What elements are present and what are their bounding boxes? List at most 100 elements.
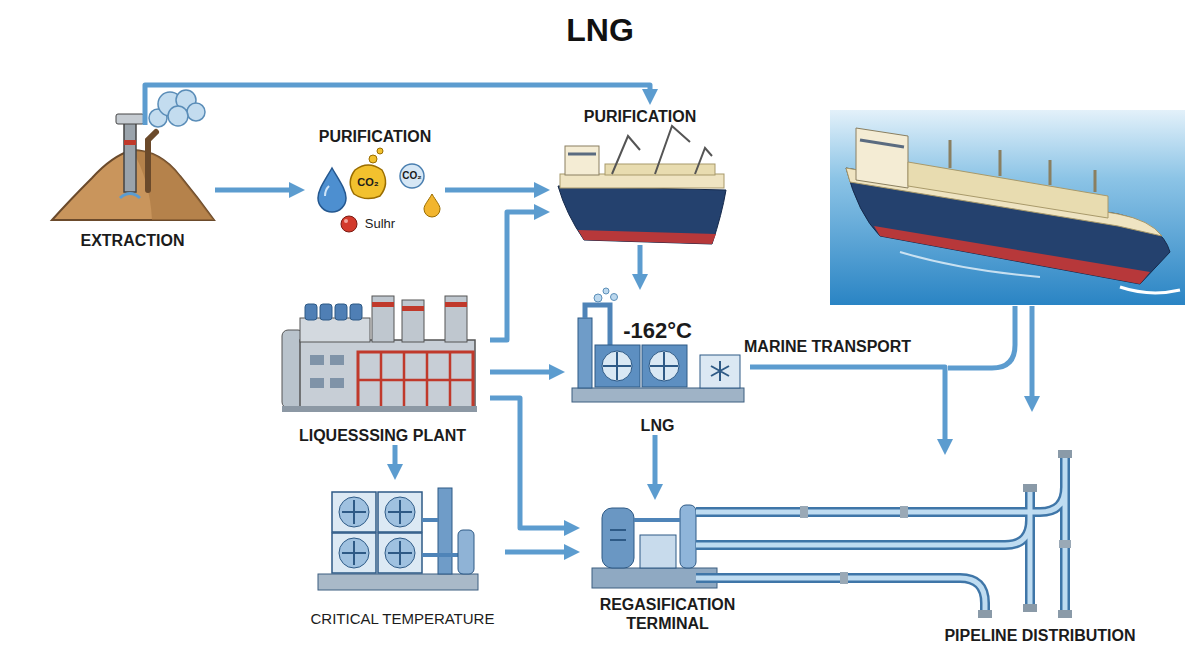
node-label: PURIFICATION [550, 107, 730, 126]
drop-highlight [325, 186, 329, 196]
fan [649, 351, 679, 381]
connector-group [755, 545, 930, 546]
connector-group [505, 552, 572, 553]
pipeline-connector [755, 540, 930, 550]
fan-blades [342, 500, 412, 565]
column [438, 488, 452, 574]
fan-blades [603, 352, 631, 380]
pipe-coupling [800, 506, 808, 518]
tanker-stripe [874, 226, 1150, 284]
sulphur-ball [341, 216, 357, 232]
co2-blob [350, 165, 385, 199]
oil-drop [424, 194, 440, 217]
flow-arrow [750, 367, 945, 447]
ship-deck [560, 174, 724, 188]
connector-group [490, 372, 557, 373]
chimney [402, 300, 424, 342]
small-tank [458, 530, 474, 574]
node-label: -162°C [565, 318, 750, 344]
sea-background [830, 110, 1185, 305]
blue-tank [335, 304, 347, 320]
connector-group [490, 398, 572, 528]
node-label: REGASIFICATION TERMINAL [580, 595, 755, 633]
co2-bubble [400, 164, 424, 188]
flow-arrow [215, 188, 297, 193]
crane [655, 126, 690, 174]
gas-cloud [168, 106, 188, 126]
regasification-terminal: REGASIFICATION TERMINAL [580, 500, 755, 635]
node-label: LNG [565, 416, 750, 435]
pipe-highlight [755, 543, 930, 548]
node-label: EXTRACTION [50, 231, 215, 250]
extraction-node: EXTRACTION [50, 125, 215, 250]
terminal-tank [602, 508, 634, 568]
chimney-band [445, 302, 467, 307]
pipe-cap [1023, 484, 1037, 492]
red-frame [358, 352, 473, 408]
vapour [611, 294, 618, 301]
plant-building [300, 340, 475, 410]
bubble [377, 148, 383, 154]
annotation-label: Sulhr [360, 216, 400, 231]
tank-marks [610, 530, 626, 540]
pipe-fill [696, 455, 1065, 612]
flow-arrow [1030, 306, 1035, 404]
plant-base [282, 406, 477, 412]
snowflake [711, 361, 729, 381]
window [310, 378, 324, 388]
extraction-art [52, 90, 214, 220]
bubble [369, 155, 377, 163]
liquefaction-art [282, 296, 477, 412]
connector-group [215, 190, 297, 191]
side-wake [900, 252, 1040, 277]
pipeline-node: PIPELINE DISTRIBUTION [930, 455, 1150, 645]
connectors [145, 85, 945, 552]
connector-group [490, 212, 542, 340]
flow-arrow [505, 550, 572, 555]
pipe-loop [585, 305, 610, 345]
tanker-scene [830, 110, 1185, 305]
node-label: LIQUESSSING PLANT [275, 426, 490, 445]
pipe-tower [578, 318, 592, 388]
flow-arrow [145, 85, 650, 125]
pipe-cap [1023, 604, 1037, 612]
plant-upper [300, 318, 370, 342]
blue-tank [350, 304, 362, 320]
pipe-coupling [840, 572, 848, 584]
crane [612, 136, 640, 174]
node-label: CRITICAL TEMPERATURE [300, 609, 505, 628]
bridge [565, 146, 599, 175]
terminal-tower [680, 505, 696, 568]
gas-splash [120, 194, 140, 199]
ship-hull [558, 186, 726, 244]
fan-blades [650, 352, 678, 380]
annotation-label: CO₂ [352, 176, 384, 189]
flow-arrow [638, 245, 643, 282]
cooling-unit: CRITICAL TEMPERATURE [300, 480, 505, 628]
annotation-label: CO₂ [400, 170, 424, 182]
flow-arrow [490, 370, 557, 375]
pipe-coupling [1059, 540, 1071, 548]
ship-node: PURIFICATION [550, 105, 730, 245]
flow-arrow [653, 435, 658, 492]
flow-arrow [490, 398, 572, 528]
blue-tank [320, 304, 332, 320]
chimney [372, 296, 394, 342]
tanker-bridge [856, 128, 908, 188]
connector-group [395, 445, 396, 472]
lng-plant-art [572, 288, 744, 402]
flow-arrow [490, 212, 542, 340]
frame-grid [358, 352, 473, 408]
gas-cloud [187, 103, 205, 121]
pipe-cap [1058, 450, 1072, 458]
lng-plant: -162°C LNG [565, 290, 750, 435]
connector-group [750, 367, 945, 447]
vaporizer [640, 535, 676, 568]
hull-stripe [578, 230, 716, 244]
connector-group [640, 245, 641, 282]
connector-group [445, 190, 542, 191]
